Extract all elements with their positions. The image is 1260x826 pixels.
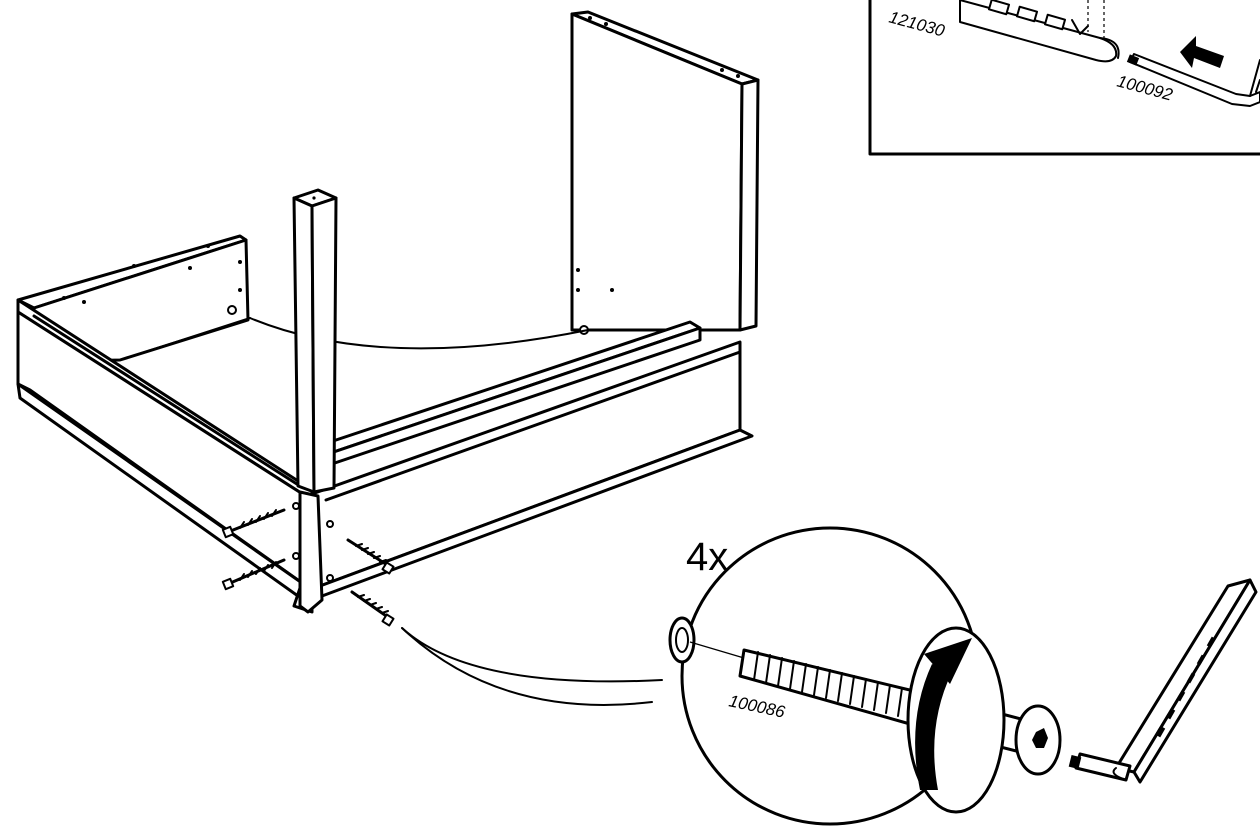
alignment-line <box>689 641 745 659</box>
screw <box>350 590 395 627</box>
screw <box>346 538 395 575</box>
floor-curve <box>249 317 589 350</box>
screws <box>221 508 395 627</box>
back-panel <box>570 10 760 335</box>
detail-callout: 100086 4x <box>401 526 1062 826</box>
clockwise-arrow-icon <box>906 626 1006 814</box>
cabinet-frame <box>16 10 760 614</box>
front-panel <box>310 340 754 598</box>
inset-bracket <box>959 0 1120 63</box>
inset-detail-box: 121030 100092 <box>868 0 1260 156</box>
arrow-left-icon <box>1180 36 1224 68</box>
inset-key <box>1126 53 1260 107</box>
left-front-panel <box>16 298 314 614</box>
corner-post <box>292 188 338 494</box>
screw <box>221 508 286 539</box>
washer <box>668 616 696 664</box>
screw <box>221 558 286 591</box>
inset-bracket-part-number: 121030 <box>887 8 947 41</box>
quantity-label: 4x <box>686 535 728 579</box>
allen-key-icon <box>1068 578 1258 784</box>
